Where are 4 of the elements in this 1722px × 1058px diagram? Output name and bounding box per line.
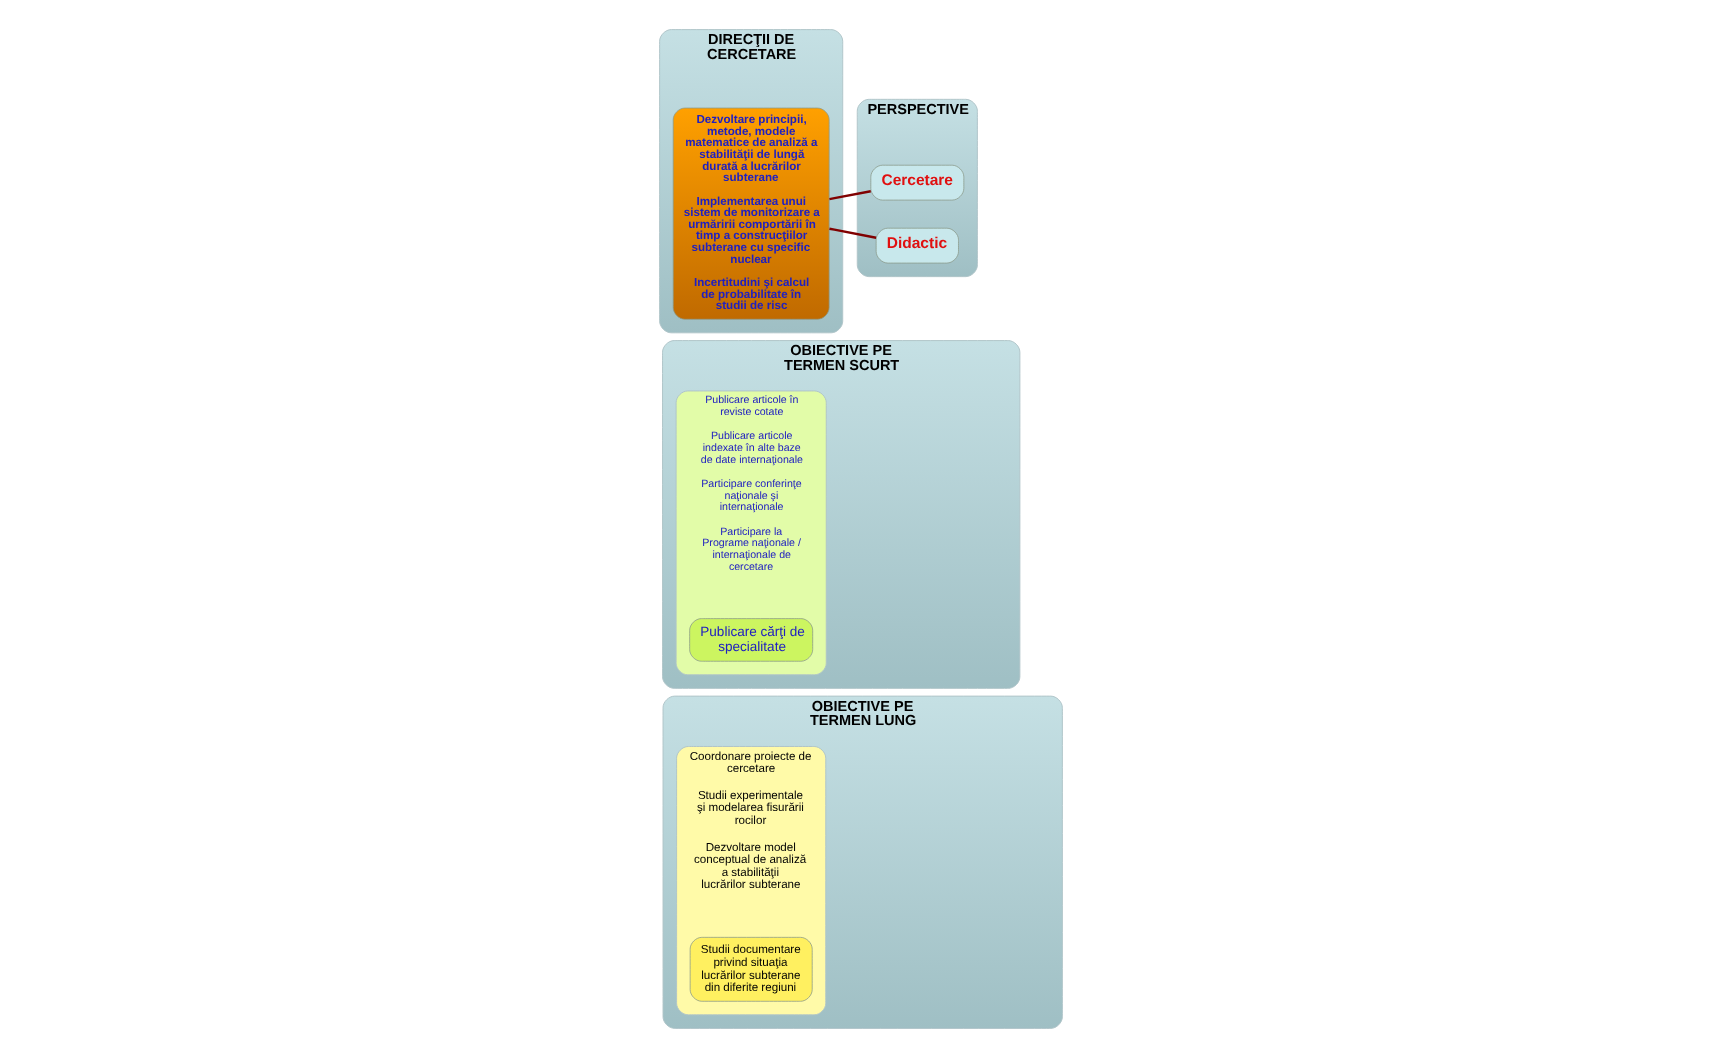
node-box: Cercetare <box>870 164 965 201</box>
connector <box>829 190 871 201</box>
connector <box>829 227 877 239</box>
node-box: Didactic <box>875 227 959 264</box>
